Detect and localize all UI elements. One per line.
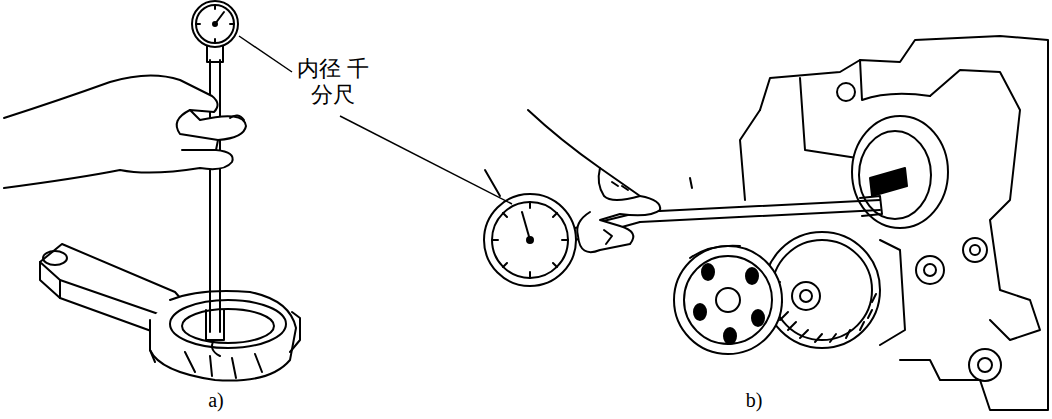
timing-pulleys bbox=[674, 232, 880, 354]
figure-label: b) bbox=[734, 388, 774, 412]
leader-line bbox=[239, 36, 292, 72]
bore-gauge bbox=[192, 1, 238, 356]
connecting-rod bbox=[40, 244, 300, 381]
bore-gauge bbox=[484, 170, 882, 286]
figure-label-box: b) bbox=[734, 388, 774, 412]
hand bbox=[4, 75, 246, 188]
engine-block bbox=[740, 36, 1048, 410]
figure-label: a) bbox=[196, 388, 236, 412]
part-label-box: 内径 千分尺 bbox=[296, 56, 370, 108]
figure-label-box: a) bbox=[196, 388, 236, 412]
hand bbox=[528, 110, 692, 252]
part-label: 内径 千分尺 bbox=[296, 56, 370, 108]
leader-line bbox=[340, 116, 512, 204]
